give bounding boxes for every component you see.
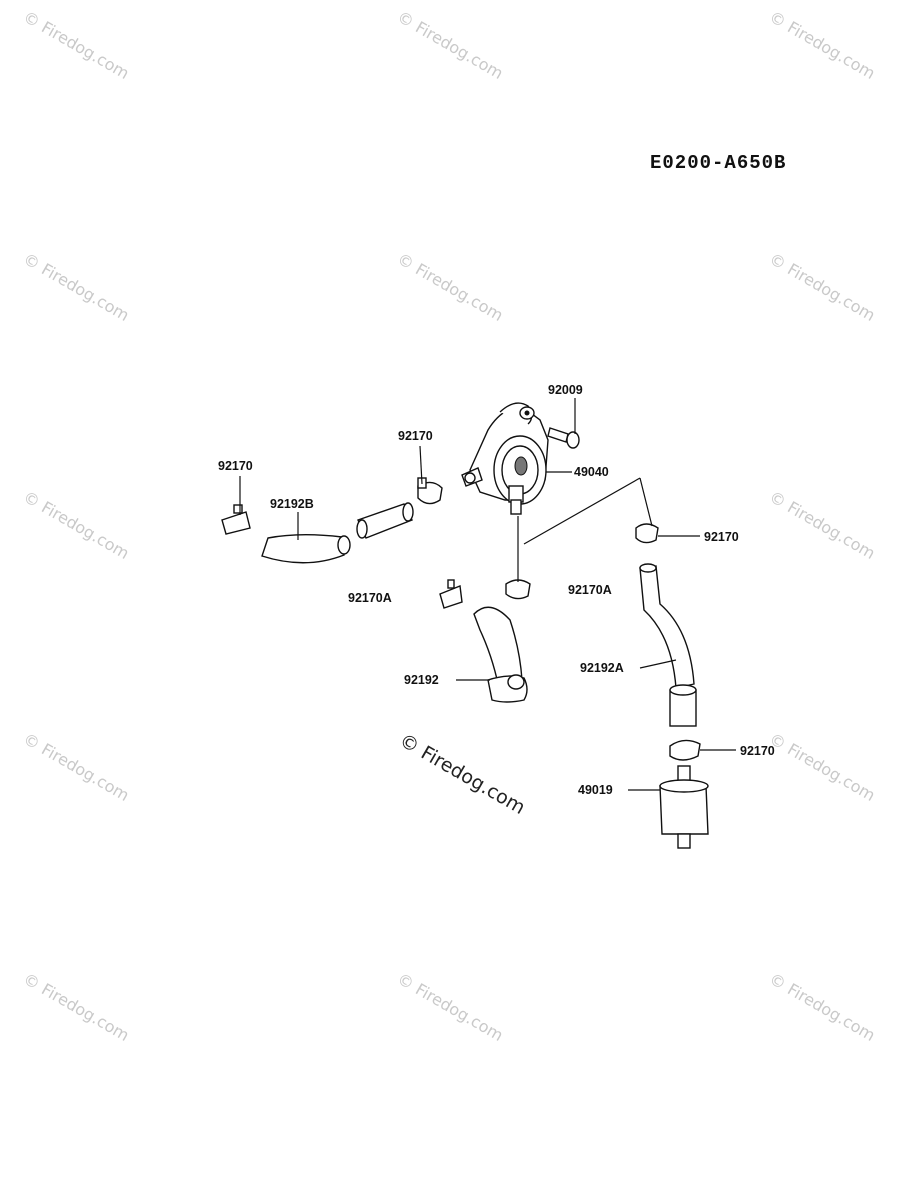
- part-labels: 92170 92192B 92170 92009 49040 92170 921…: [218, 383, 775, 797]
- watermark: © Firedog.com: [766, 249, 879, 325]
- watermark: © Firedog.com: [20, 7, 133, 83]
- label-92170a-right: 92170A: [568, 583, 612, 597]
- watermark: © Firedog.com: [20, 729, 133, 805]
- watermark-center: © Firedog.com: [396, 729, 529, 819]
- watermark: © Firedog.com: [766, 7, 879, 83]
- watermark: © Firedog.com: [394, 7, 507, 83]
- label-92170-pump-inlet: 92170: [398, 429, 433, 443]
- bolt[interactable]: [547, 427, 580, 449]
- hose[interactable]: [473, 606, 528, 703]
- fuel-filter[interactable]: [659, 765, 709, 849]
- clamp-pump-outlet[interactable]: [505, 579, 531, 600]
- watermark: © Firedog.com: [394, 969, 507, 1045]
- hose-a[interactable]: [639, 563, 697, 727]
- label-49040: 49040: [574, 465, 609, 479]
- label-92192b: 92192B: [270, 497, 314, 511]
- watermark: © Firedog.com: [766, 729, 879, 805]
- watermark: © Firedog.com: [20, 249, 133, 325]
- clamp-right[interactable]: [635, 523, 659, 544]
- label-92170-right: 92170: [704, 530, 739, 544]
- watermark: © Firedog.com: [20, 487, 133, 563]
- watermark: © Firedog.com: [766, 969, 879, 1045]
- clamp-a-left[interactable]: [439, 579, 463, 609]
- label-92170-top-left: 92170: [218, 459, 253, 473]
- leader-lines: [239, 398, 736, 791]
- label-92009: 92009: [548, 383, 583, 397]
- watermark: © Firedog.com: [394, 249, 507, 325]
- watermark: © Firedog.com: [766, 487, 879, 563]
- clamp-top-left[interactable]: [221, 504, 251, 535]
- label-49019: 49019: [578, 783, 613, 797]
- clamp-filter[interactable]: [669, 739, 701, 761]
- label-92170-filter: 92170: [740, 744, 775, 758]
- label-92170a-left: 92170A: [348, 591, 392, 605]
- watermark: © Firedog.com: [20, 969, 133, 1045]
- fuel-pump[interactable]: [461, 402, 549, 515]
- label-92192a: 92192A: [580, 661, 624, 675]
- diagram-code: E0200-A650B: [650, 152, 787, 174]
- hose-b[interactable]: [261, 502, 414, 564]
- label-92192: 92192: [404, 673, 439, 687]
- watermark-grid: © Firedog.com © Firedog.com © Firedog.co…: [20, 7, 879, 1045]
